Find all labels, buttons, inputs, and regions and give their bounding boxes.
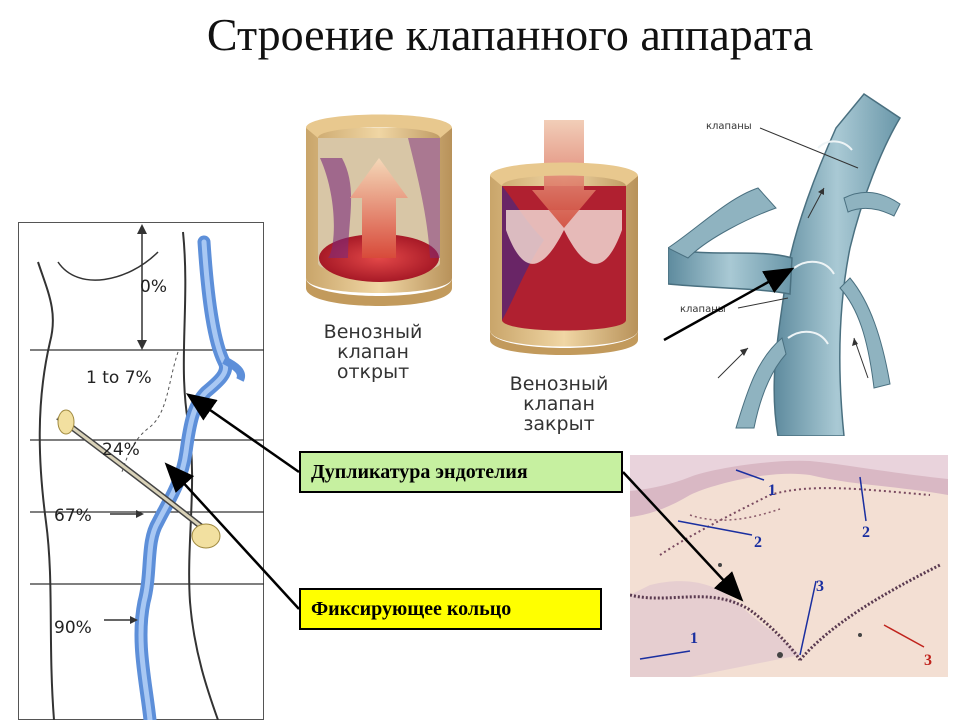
leg-percentage-2: 24%: [102, 440, 140, 460]
valve-closed-label-line3: закрыт: [523, 413, 595, 435]
leg-percentage-4: 90%: [54, 618, 92, 638]
histology-label-3a: 3: [816, 578, 824, 595]
valve-open-label-line2: клапан: [337, 341, 409, 363]
vein-valves-label-bottom: клапаны: [680, 304, 726, 315]
leg-percentage-0: 0%: [140, 277, 167, 297]
histology-label-1a: 1: [768, 482, 776, 499]
histology-label-2a: 2: [754, 534, 762, 551]
page-title: Строение клапанного аппарата: [206, 9, 814, 60]
fixing-ring-label-box: Фиксирующее кольцо: [299, 588, 602, 630]
valve-closed-label: Венозный клапан закрыт: [504, 374, 614, 434]
duplication-label-text: Дупликатура эндотелия: [311, 460, 528, 483]
vein-valves-label-top: клапаны: [706, 121, 752, 132]
histology-label-1b: 1: [690, 630, 698, 647]
valve-open-illustration: [306, 114, 452, 306]
vein-branches-illustration: [668, 92, 902, 436]
leg-percentage-3: 67%: [54, 506, 92, 526]
valve-closed-illustration: [490, 120, 638, 355]
valve-closed-label-line1: Венозный: [509, 373, 609, 395]
histology-micrograph: [630, 455, 948, 677]
valve-open-label-line1: Венозный: [323, 321, 423, 343]
fixing-ring-label-text: Фиксирующее кольцо: [311, 597, 512, 620]
duplication-label-box: Дупликатура эндотелия: [299, 451, 623, 493]
leg-percentage-1: 1 to 7%: [86, 368, 152, 388]
leg-diagram: [18, 222, 264, 720]
histology-label-2b: 2: [862, 524, 870, 541]
valve-open-label: Венозный клапан открыт: [318, 322, 428, 382]
histology-label-3b: 3: [924, 652, 932, 669]
valve-closed-label-line2: клапан: [523, 393, 595, 415]
valve-open-label-line3: открыт: [336, 361, 410, 383]
